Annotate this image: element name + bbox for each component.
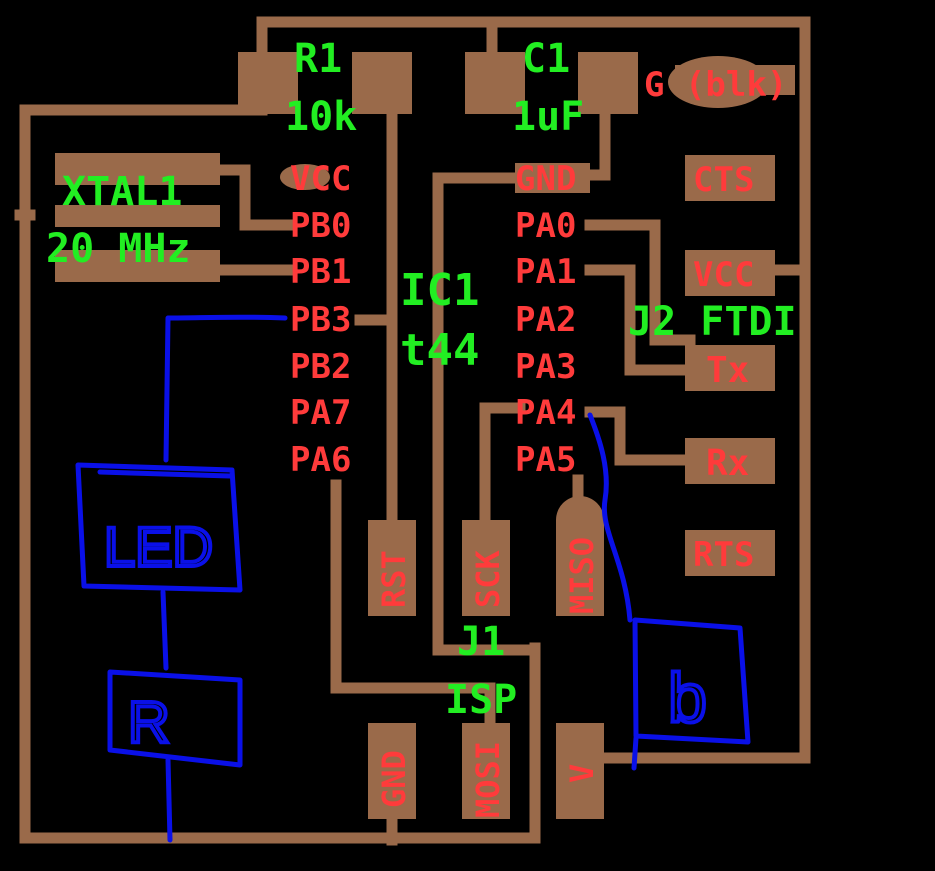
ic-pin-right-1: PA0	[515, 206, 576, 246]
ic-pin-left-0: VCC	[290, 159, 351, 199]
isp-pad-rst	[368, 520, 416, 616]
r1-ref: R1	[294, 36, 342, 82]
trace-xtal-pb0	[214, 164, 296, 231]
r1-pad-2	[352, 52, 412, 114]
trace-vcc-outer	[256, 16, 811, 764]
sketch-button-text: b	[668, 659, 707, 737]
isp-pad-mosi	[462, 723, 510, 819]
sketch-button-box	[632, 617, 751, 745]
ftdi-pad-rx	[685, 438, 775, 484]
isp-pad-gnd	[368, 723, 416, 819]
xtal1-value: 20 MHz	[46, 226, 191, 272]
ic-pin-right-0: GND	[515, 159, 576, 199]
ic-pin-right-3: PA2	[515, 300, 576, 340]
r1-pad-1	[238, 52, 298, 114]
xtal1-ref: XTAL1	[62, 169, 182, 215]
ic-pin-right-2: PA1	[515, 252, 576, 292]
ic-vcc-pad	[280, 164, 330, 190]
sketch-wire-r-gnd	[165, 757, 173, 843]
ic-pin-left-2: PB1	[290, 252, 351, 292]
ic-pin-left-5: PA7	[290, 393, 351, 433]
isp-pin-mosi: MOSI	[469, 741, 507, 818]
isp-pin-miso: MISO	[563, 537, 601, 614]
c1-ref: C1	[522, 36, 570, 82]
trace-pa0-tx	[584, 219, 696, 346]
sketch-led-box	[75, 462, 243, 593]
ic1-value: t44	[400, 325, 479, 376]
ftdi-pad-cts	[685, 155, 775, 201]
ic-pin-right-6: PA5	[515, 440, 576, 480]
trace-pa5-rx	[584, 406, 696, 466]
sketch-led-text: LED	[104, 515, 213, 578]
ftdi-pad-rts	[685, 530, 775, 576]
ic1-ref: IC1	[400, 265, 479, 316]
c1-pad-1	[465, 52, 525, 114]
v-pad-label: V	[563, 764, 601, 783]
isp-pin-sck: SCK	[469, 549, 507, 608]
ic-pin-left-4: PB2	[290, 347, 351, 387]
isp-pin-rst: RST	[375, 550, 413, 608]
ic-pin-right-4: PA3	[515, 347, 576, 387]
j2-ref: J2 FTDI	[628, 299, 797, 345]
trace-pa4-sck	[479, 402, 526, 526]
sketch-led-top	[97, 469, 233, 479]
hand-sketch: LED R b	[75, 314, 751, 843]
r1-value: 10k	[285, 94, 357, 140]
c1-pad-2	[578, 52, 638, 114]
ftdi-pin-rx: Rx	[706, 443, 749, 484]
sketch-wire-pb3	[163, 314, 288, 463]
trace-c1-gnd	[584, 104, 611, 181]
ftdi-pin-vcc: VCC	[693, 255, 754, 295]
ftdi-pad-vcc	[685, 250, 775, 296]
trace-gnd-isp	[432, 172, 541, 656]
sketch-wire-led-r	[160, 589, 169, 671]
isp-pin-gnd: GND	[375, 750, 413, 808]
sketch-resistor-box	[107, 669, 243, 768]
trace-pa1	[584, 264, 696, 376]
ic-pin-left-3: PB3	[290, 300, 351, 340]
v-pad	[556, 723, 604, 819]
ftdi-pin-cts: CTS	[693, 160, 754, 200]
ground-label: G (blk)	[644, 65, 787, 105]
c1-value: 1uF	[512, 94, 584, 140]
j1-ref: J1	[457, 619, 505, 665]
ftdi-pad-tx	[685, 345, 775, 391]
trace-gnd-outer	[19, 104, 541, 844]
sketch-wire-button-v	[631, 735, 639, 771]
ftdi-pin-rts: RTS	[693, 535, 754, 575]
isp-pad-miso	[556, 496, 604, 616]
part-labels: R1 10k C1 1uF XTAL1 20 MHz IC1 t44 J2 FT…	[46, 36, 797, 723]
xtal-pad-3	[55, 250, 220, 282]
j1-value: ISP	[445, 677, 517, 723]
xtal-pad-2	[55, 205, 220, 227]
gnd-blk-pad	[668, 56, 768, 108]
ic-pin-left-1: PB0	[290, 206, 351, 246]
sketch-resistor-text: R	[128, 690, 170, 755]
copper-pads	[55, 52, 775, 819]
ic-pin-right-5: PA4	[515, 393, 576, 433]
trace-pa6-mosi	[330, 479, 496, 731]
sketch-wire-pa4	[587, 412, 633, 623]
ic-pin-left-6: PA6	[290, 440, 351, 480]
ftdi-pin-tx: Tx	[706, 350, 749, 391]
xtal-pad-1	[55, 153, 220, 185]
isp-pad-sck	[462, 520, 510, 616]
ic-gnd-pad	[515, 163, 590, 193]
pad-labels: VCC PB0 PB1 PB3 PB2 PA7 PA6 GND PA0 PA1 …	[290, 65, 787, 818]
